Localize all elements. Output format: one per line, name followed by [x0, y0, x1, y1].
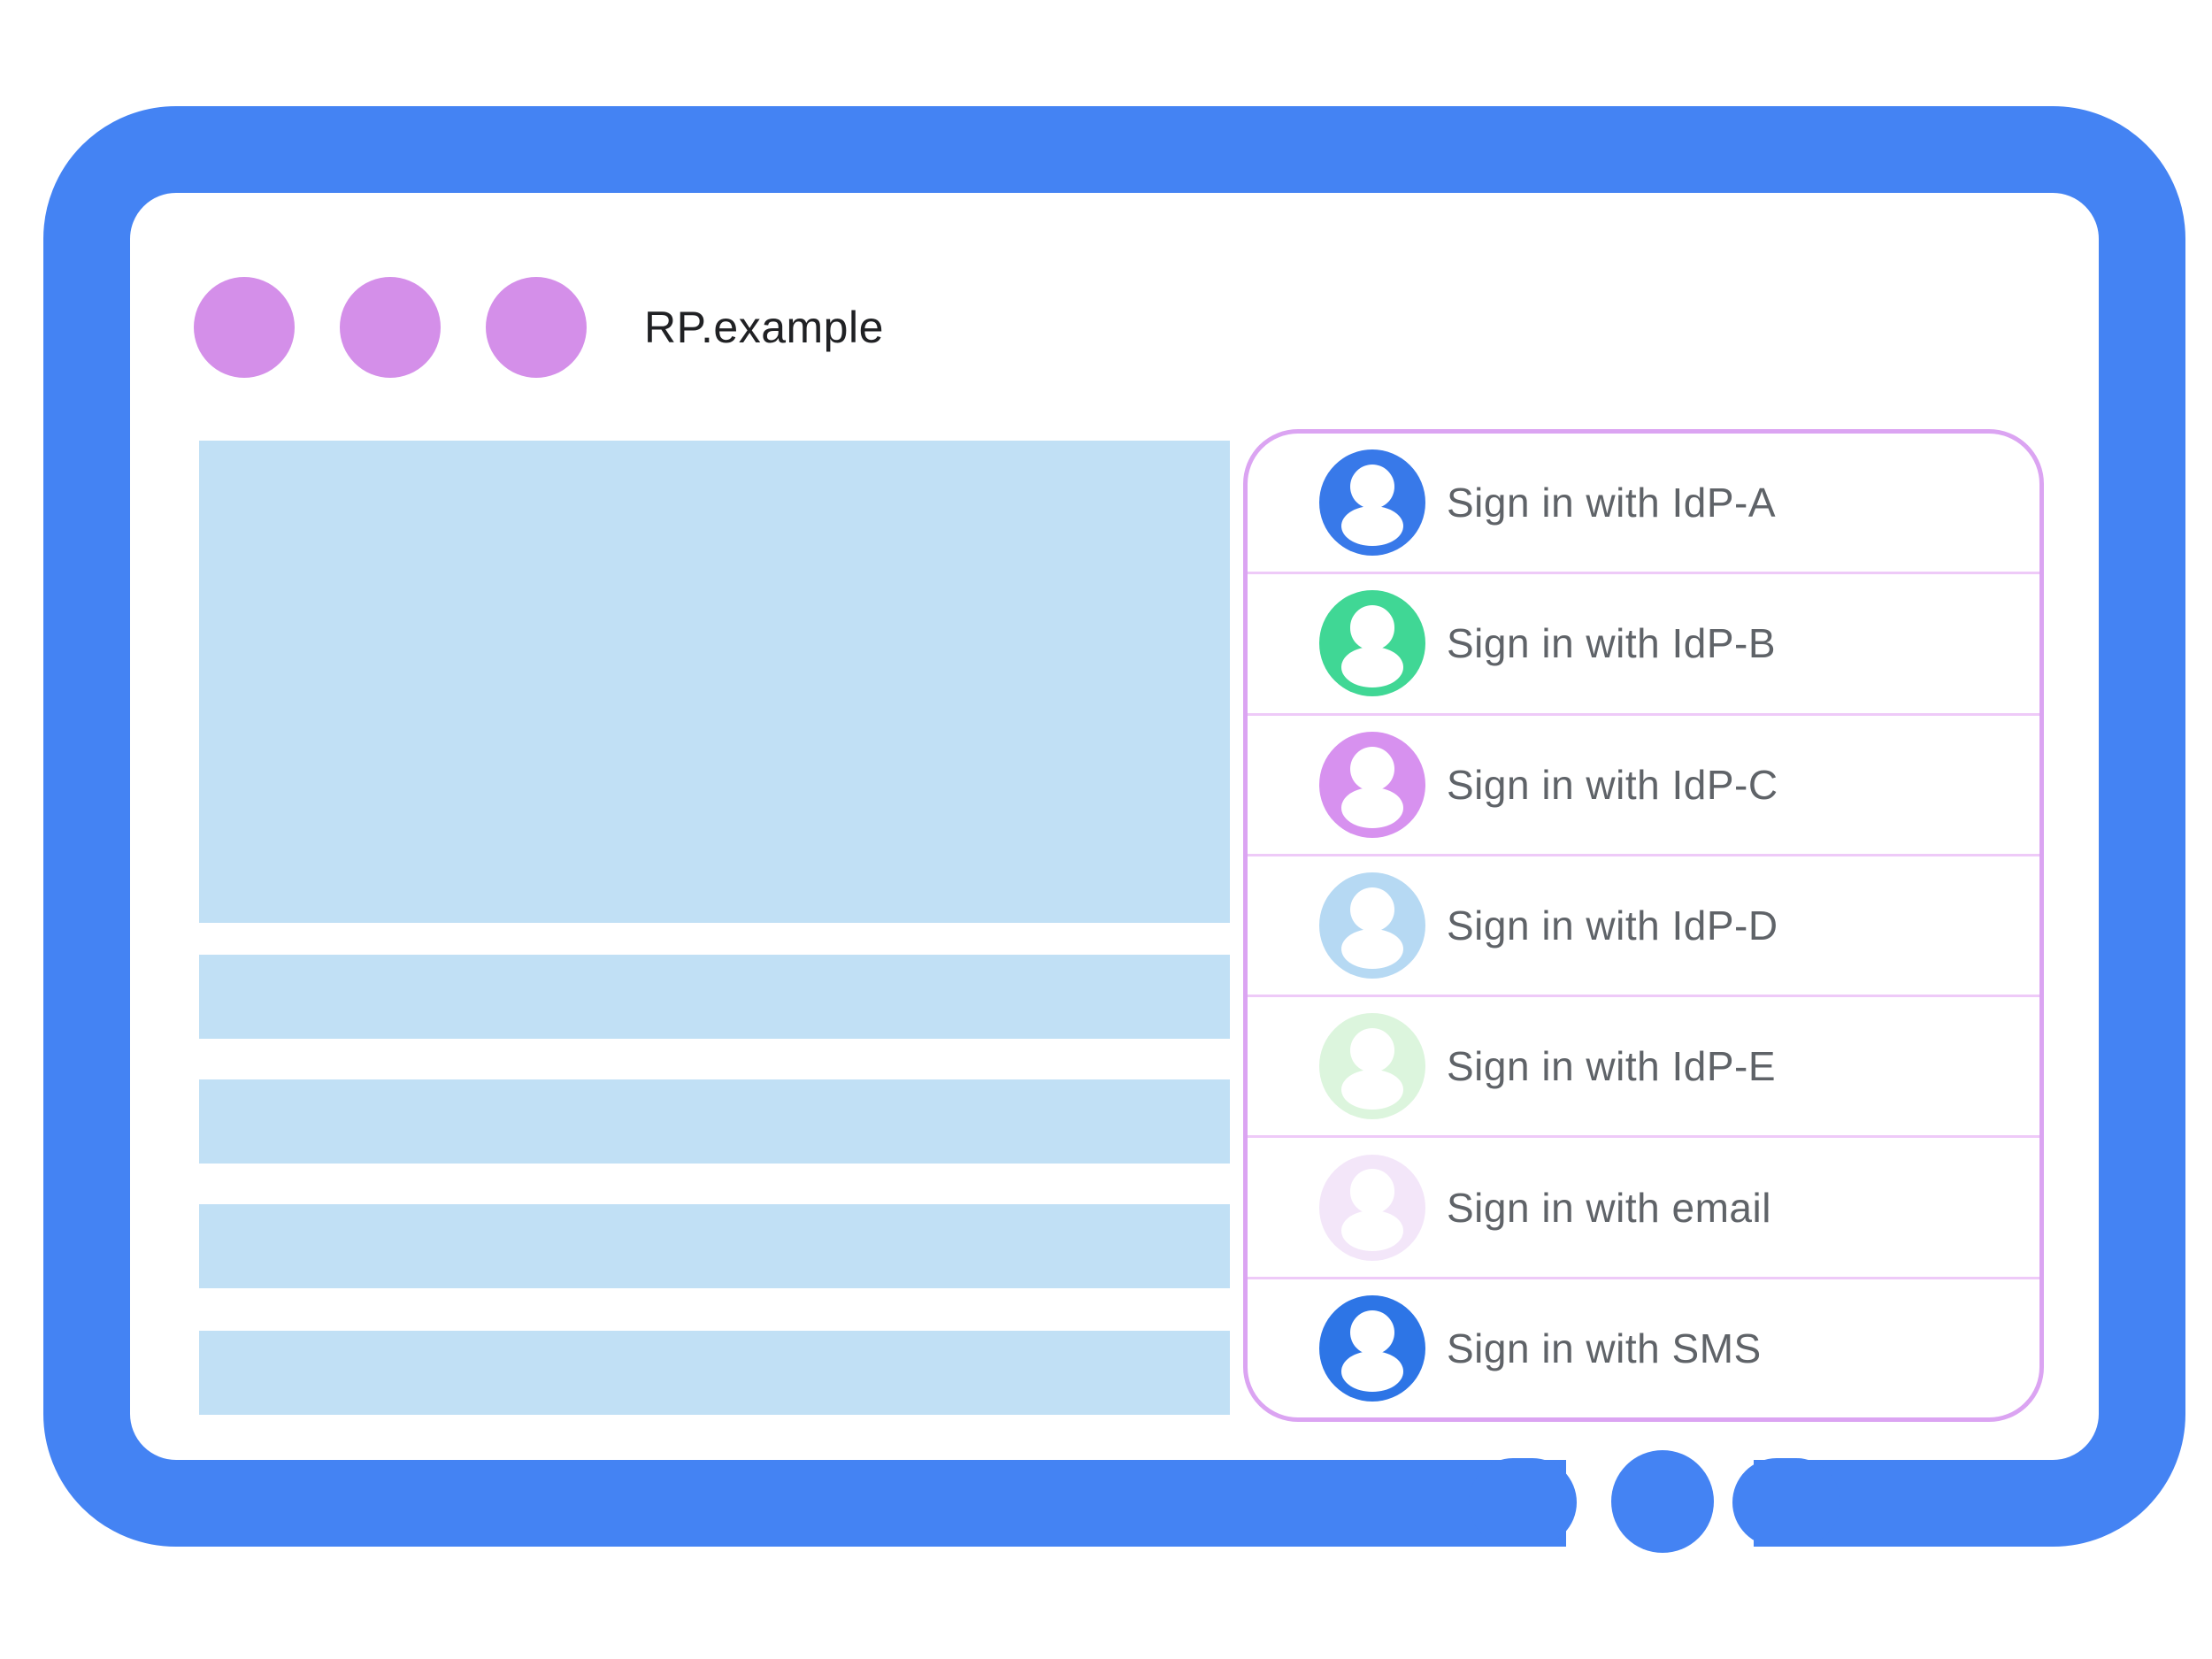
- user-avatar-icon: [1319, 1154, 1425, 1261]
- user-avatar-icon: [1319, 1013, 1425, 1120]
- signin-option-row[interactable]: Sign in with IdP-D: [1248, 853, 2039, 995]
- content-placeholder-hero: [199, 441, 1230, 923]
- signin-option-label: Sign in with IdP-D: [1447, 902, 1778, 949]
- signin-option-label: Sign in with IdP-B: [1447, 620, 1777, 667]
- home-button-circle: [1611, 1450, 1714, 1553]
- signin-option-label: Sign in with IdP-C: [1447, 761, 1778, 808]
- frame-bottom-right-cap: [1732, 1458, 1840, 1547]
- user-avatar-icon: [1319, 590, 1425, 697]
- frame-bottom-left-cap: [1469, 1458, 1577, 1547]
- page-title: RP.example: [644, 303, 884, 352]
- window-controls: [194, 277, 587, 378]
- user-avatar-icon: [1319, 731, 1425, 838]
- window-control-dot[interactable]: [194, 277, 295, 378]
- content-placeholder-bar: [199, 1204, 1230, 1288]
- signin-option-row[interactable]: Sign in with email: [1248, 1135, 2039, 1276]
- content-placeholder-bar: [199, 1079, 1230, 1164]
- signin-option-label: Sign in with IdP-E: [1447, 1043, 1777, 1090]
- user-avatar-icon: [1319, 1294, 1425, 1402]
- content-placeholder-bar: [199, 955, 1230, 1039]
- content-placeholder-bar: [199, 1331, 1230, 1415]
- window-control-dot[interactable]: [486, 277, 587, 378]
- signin-option-row[interactable]: Sign in with IdP-B: [1248, 572, 2039, 712]
- signin-option-label: Sign in with SMS: [1447, 1325, 1762, 1371]
- user-avatar-icon: [1319, 449, 1425, 557]
- signin-chooser-panel: Sign in with IdP-A Sign in with IdP-B Si…: [1243, 429, 2044, 1422]
- signin-option-row[interactable]: Sign in with SMS: [1248, 1276, 2039, 1417]
- signin-option-label: Sign in with email: [1447, 1184, 1771, 1231]
- user-avatar-icon: [1319, 872, 1425, 979]
- signin-option-row[interactable]: Sign in with IdP-E: [1248, 995, 2039, 1135]
- signin-option-row[interactable]: Sign in with IdP-C: [1248, 712, 2039, 854]
- signin-option-row[interactable]: Sign in with IdP-A: [1248, 434, 2039, 572]
- signin-option-label: Sign in with IdP-A: [1447, 480, 1777, 526]
- window-control-dot[interactable]: [340, 277, 441, 378]
